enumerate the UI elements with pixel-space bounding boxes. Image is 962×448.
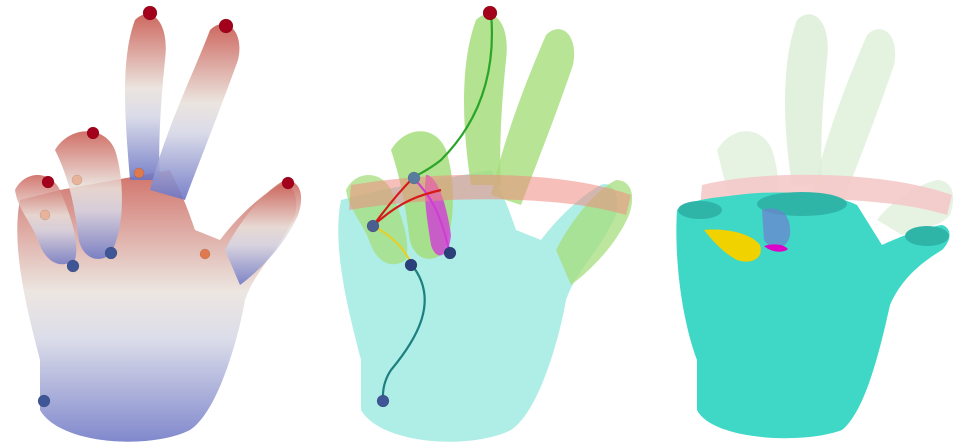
maximum-node xyxy=(483,6,497,20)
maximum-node xyxy=(219,19,233,33)
maximum-node xyxy=(282,177,294,189)
reeb-graph-canvas xyxy=(321,0,641,448)
scalar-field-canvas xyxy=(0,0,320,448)
cut-face xyxy=(678,201,722,219)
maximum-node xyxy=(42,176,54,188)
minimum-node xyxy=(67,260,79,272)
hand-surface xyxy=(338,14,632,441)
saddle-node xyxy=(40,210,50,220)
minimum-node xyxy=(405,259,417,271)
hand-surface xyxy=(15,14,301,441)
minimum-node xyxy=(444,247,456,259)
minimum-node xyxy=(38,395,50,407)
scalar-field-view xyxy=(0,0,320,448)
minimum-node xyxy=(105,247,117,259)
maximum-node xyxy=(87,127,99,139)
minimum-node xyxy=(377,395,389,407)
isosurface-canvas xyxy=(642,0,962,448)
saddle-node xyxy=(72,175,82,185)
saddle-node xyxy=(200,249,210,259)
isosurface-view xyxy=(642,0,962,448)
cut-face xyxy=(905,226,949,246)
reeb-graph-view xyxy=(321,0,641,448)
saddle-node xyxy=(134,168,144,178)
saddle-node xyxy=(408,172,420,184)
saddle-node xyxy=(367,220,379,232)
maximum-node xyxy=(143,6,157,20)
